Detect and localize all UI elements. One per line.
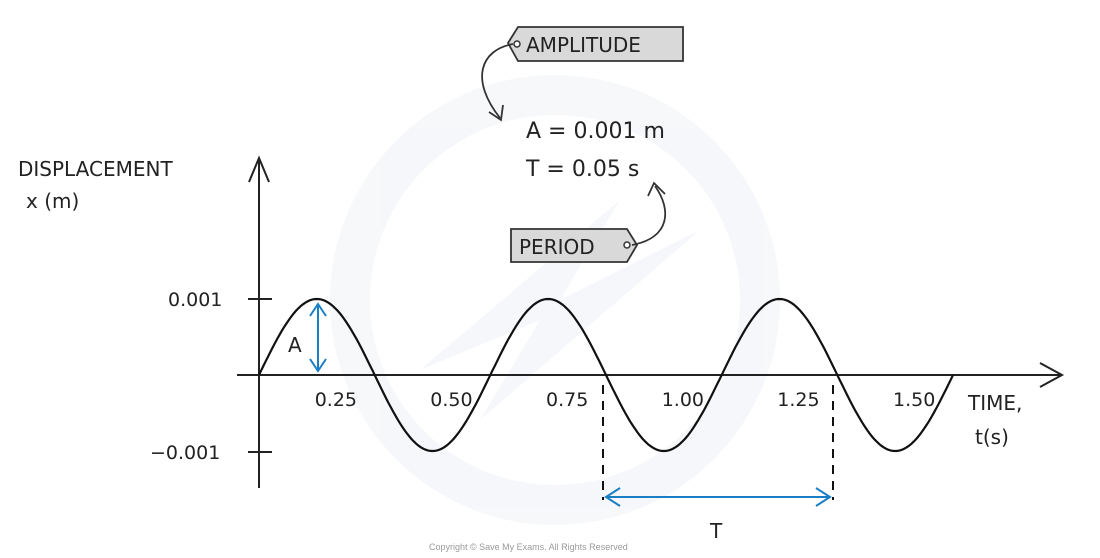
- period-tag-text: PERIOD: [519, 235, 595, 259]
- x-tick-label: 0.50: [430, 389, 472, 411]
- x-axis-arrowhead: [1039, 362, 1065, 388]
- y-tick-label-top: 0.001: [168, 289, 222, 311]
- y-tick-label-bottom: −0.001: [150, 442, 220, 464]
- amplitude-marker: [309, 302, 327, 373]
- x-tick-label: 0.25: [315, 389, 357, 411]
- period-marker-label: T: [709, 519, 723, 543]
- period-tag: PERIOD: [510, 228, 639, 263]
- period-equation: T = 0.05 s: [525, 157, 639, 182]
- x-tick-label: 1.50: [893, 389, 935, 411]
- x-tick-label: 1.25: [777, 389, 819, 411]
- amplitude-marker-label: A: [288, 333, 302, 357]
- x-axis-label: TIME,: [967, 391, 1022, 415]
- x-tick-label: 1.00: [662, 389, 704, 411]
- x-tick-labels: 0.25 0.50 0.75 1.00 1.25 1.50: [315, 389, 936, 411]
- amplitude-tag: AMPLITUDE: [506, 26, 684, 62]
- y-axis-arrowhead: [248, 155, 270, 183]
- amplitude-equation: A = 0.001 m: [526, 119, 665, 144]
- copyright-notice: Copyright © Save My Exams. All Rights Re…: [429, 542, 628, 552]
- period-pointer-head: [647, 181, 666, 197]
- watermark-logo: [330, 75, 780, 525]
- period-marker: [602, 385, 834, 507]
- displacement-curve: [258, 297, 954, 453]
- amplitude-tag-text: AMPLITUDE: [526, 33, 641, 57]
- period-pointer: [631, 185, 667, 246]
- amplitude-pointer-head: [488, 104, 504, 122]
- y-axis-label: DISPLACEMENT: [18, 157, 173, 181]
- x-tick-label: 0.75: [546, 389, 588, 411]
- amplitude-pointer: [481, 43, 514, 119]
- y-axis-unit: x (m): [26, 189, 79, 213]
- x-axis-unit: t(s): [975, 425, 1009, 449]
